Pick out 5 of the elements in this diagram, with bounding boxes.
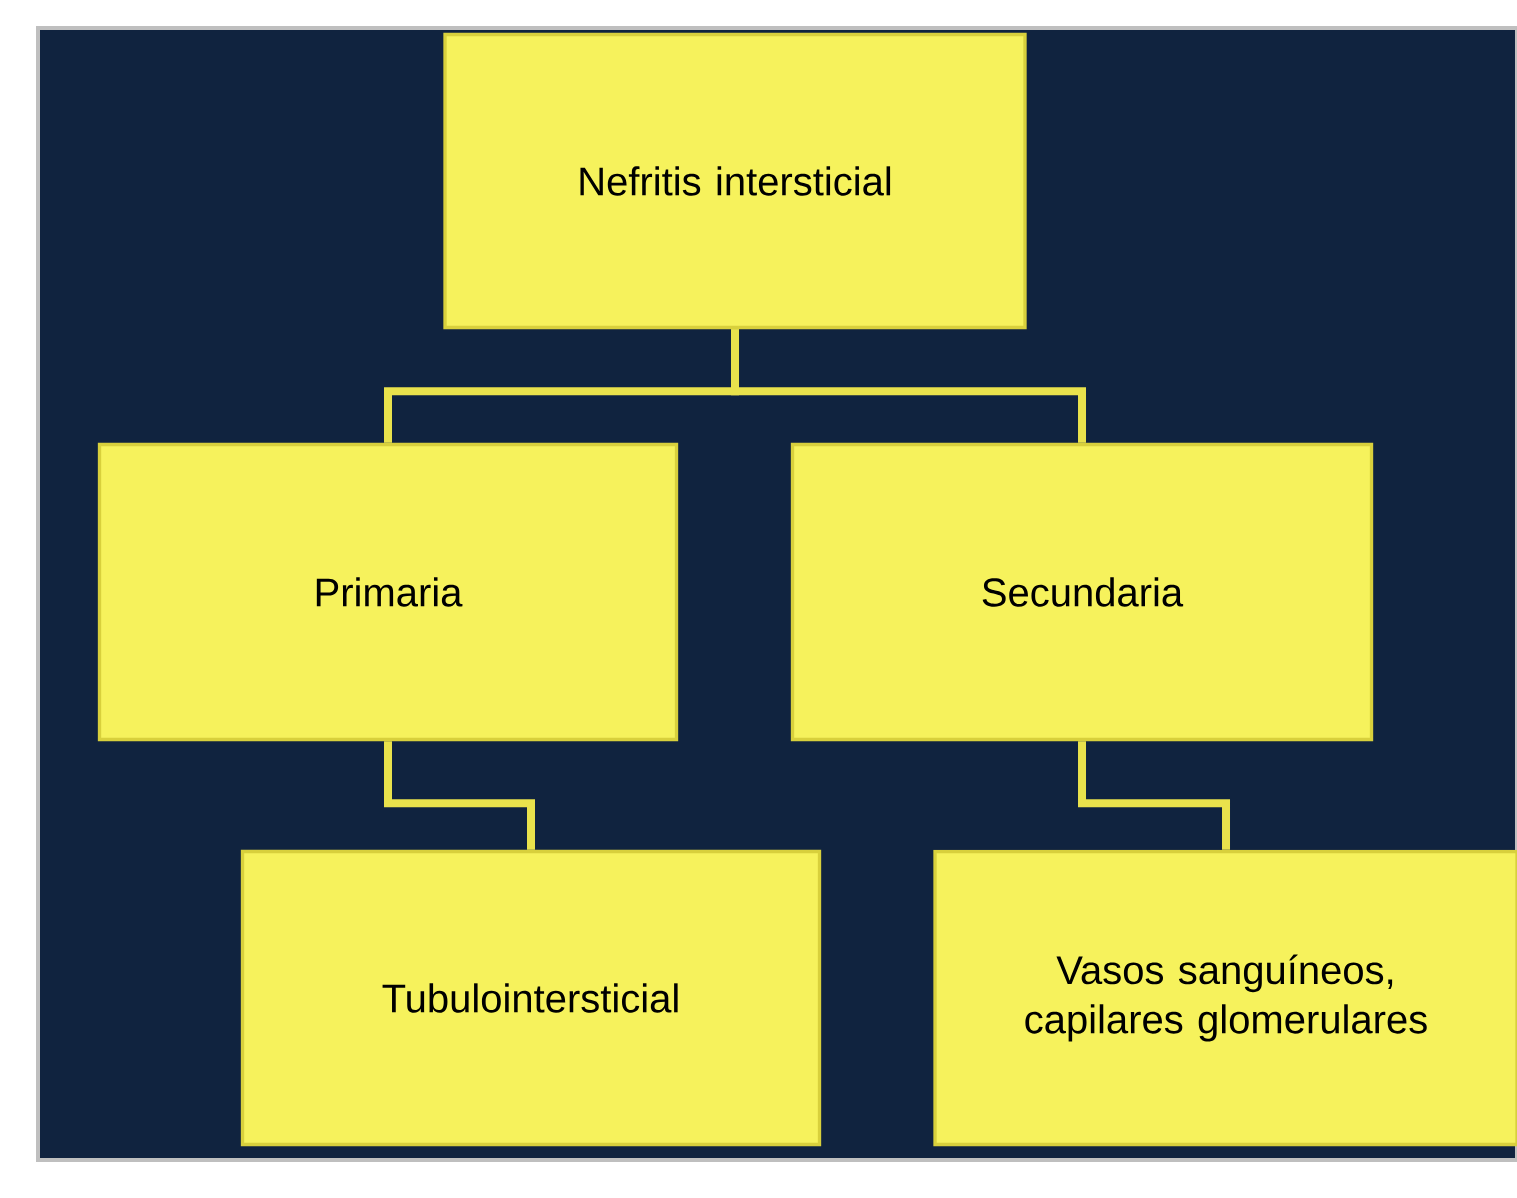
box: Vasos sanguíneos, capilares glomerulares — [933, 849, 1517, 1147]
box: Tubulointersticial — [240, 849, 822, 1147]
box: Secundaria — [790, 442, 1374, 742]
box: Primaria — [97, 442, 679, 742]
box: Nefritis intersticial — [443, 32, 1027, 330]
